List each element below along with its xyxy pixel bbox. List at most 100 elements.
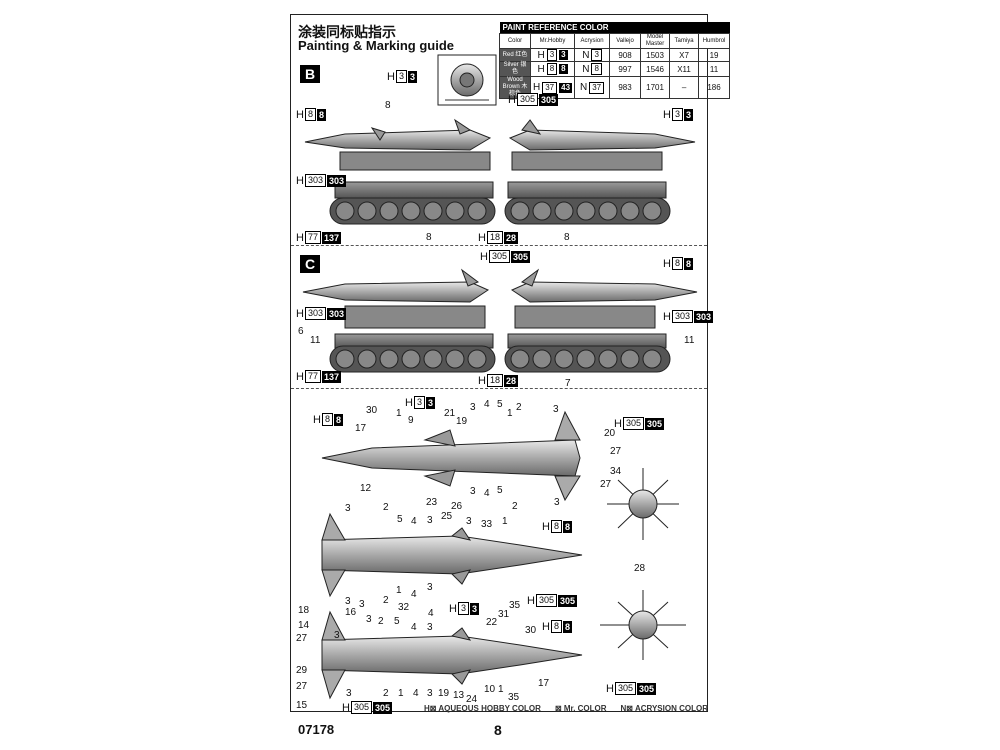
- code-white: 8: [304, 108, 316, 121]
- part-number: 1: [396, 585, 402, 596]
- code-black: 137: [321, 231, 341, 244]
- title-chinese: 涂装同标贴指示: [298, 24, 396, 40]
- part-number: 21: [444, 408, 456, 419]
- color-name: Silver 银色: [499, 61, 531, 77]
- code-black: 8: [562, 620, 572, 633]
- code-black: 43: [559, 82, 573, 93]
- part-number: 29: [296, 665, 308, 676]
- missile-front-view-1: [607, 468, 679, 540]
- part-number: 2: [516, 402, 522, 413]
- part-number: 1: [507, 408, 513, 419]
- legend-mr-color: ⊠ Mr. COLOR: [554, 704, 607, 713]
- part-number: 32: [398, 602, 410, 613]
- part-number: 4: [484, 488, 490, 499]
- part-number: 13: [453, 690, 465, 701]
- part-number: 3: [470, 402, 476, 413]
- code-black: 303: [326, 174, 347, 187]
- part-number: 12: [360, 483, 372, 494]
- part-number: 3: [427, 622, 433, 633]
- code-black: 3: [559, 50, 568, 60]
- code-white: 3: [395, 70, 407, 83]
- part-number: 28: [634, 563, 646, 574]
- missile-side-view-2: [321, 512, 583, 598]
- paint-reference-table: PAINT REFERENCE COLOR Color Mr.Hobby Acr…: [499, 22, 731, 99]
- part-number: 2: [383, 502, 389, 513]
- part-number: 3: [345, 596, 351, 607]
- code-white: 303: [304, 174, 326, 187]
- code-black: 28: [503, 374, 518, 387]
- code-white: 3: [413, 396, 425, 409]
- part-number: 2: [383, 688, 389, 699]
- part-number: 4: [411, 516, 417, 527]
- part-number: 14: [298, 620, 310, 631]
- title-english: Painting & Marking guide: [298, 38, 455, 53]
- part-number: 1: [502, 516, 508, 527]
- code-white: 305: [516, 93, 538, 106]
- part-number: 8: [564, 232, 570, 243]
- missile-front-view-2: [600, 590, 686, 660]
- code-black: 3: [407, 70, 417, 83]
- part-number: 27: [610, 446, 622, 457]
- code-white: 3: [457, 602, 469, 615]
- part-number: 3: [359, 599, 365, 610]
- part-number: 8: [426, 232, 432, 243]
- launcher-b-right: [504, 119, 696, 225]
- part-number: 2: [378, 616, 384, 627]
- part-number: 10: [484, 684, 496, 695]
- part-number: 4: [413, 688, 419, 699]
- part-number: 22: [486, 617, 498, 628]
- code-white: 303: [304, 307, 326, 320]
- color-legend: H⊠ AQUEOUS HOBBY COLOR ⊠ Mr. COLOR N⊠ AC…: [424, 704, 708, 713]
- part-number: 27: [296, 681, 308, 692]
- code-white: 8: [671, 257, 683, 270]
- part-number: 3: [466, 516, 472, 527]
- code-white: 305: [622, 417, 644, 430]
- part-number: 9: [408, 415, 414, 426]
- rear-view-inset: [437, 54, 497, 106]
- code-white: 77: [304, 370, 321, 383]
- part-number: 3: [427, 582, 433, 593]
- part-number: 7: [565, 378, 571, 389]
- code-white: 3: [671, 108, 683, 121]
- part-number: 11: [310, 335, 321, 346]
- part-number: 1: [398, 688, 404, 699]
- part-number: 15: [296, 700, 308, 711]
- part-number: 6: [298, 326, 304, 337]
- vallejo-value: 983: [609, 76, 642, 99]
- code-black: 8: [316, 108, 326, 121]
- launcher-c-left: [302, 268, 496, 373]
- code-white: 8: [550, 520, 562, 533]
- code-black: 28: [503, 231, 518, 244]
- part-number: 19: [438, 688, 450, 699]
- code-white: 18: [486, 374, 503, 387]
- legend-aqueous: H⊠ AQUEOUS HOBBY COLOR: [424, 704, 541, 713]
- part-number: 17: [538, 678, 550, 689]
- part-number: 11: [684, 335, 695, 346]
- part-number: 5: [497, 399, 503, 410]
- code-black: 8: [683, 257, 693, 270]
- part-number: 4: [411, 622, 417, 633]
- part-number: 5: [397, 514, 403, 525]
- code-white: 305: [488, 250, 510, 263]
- part-number: 34: [610, 466, 622, 477]
- legend-acrysion: N⊠ ACRYSION COLOR: [620, 704, 708, 713]
- table-caption: PAINT REFERENCE COLOR: [499, 22, 730, 34]
- code-black: 303: [693, 310, 714, 323]
- page-frame: [290, 14, 708, 712]
